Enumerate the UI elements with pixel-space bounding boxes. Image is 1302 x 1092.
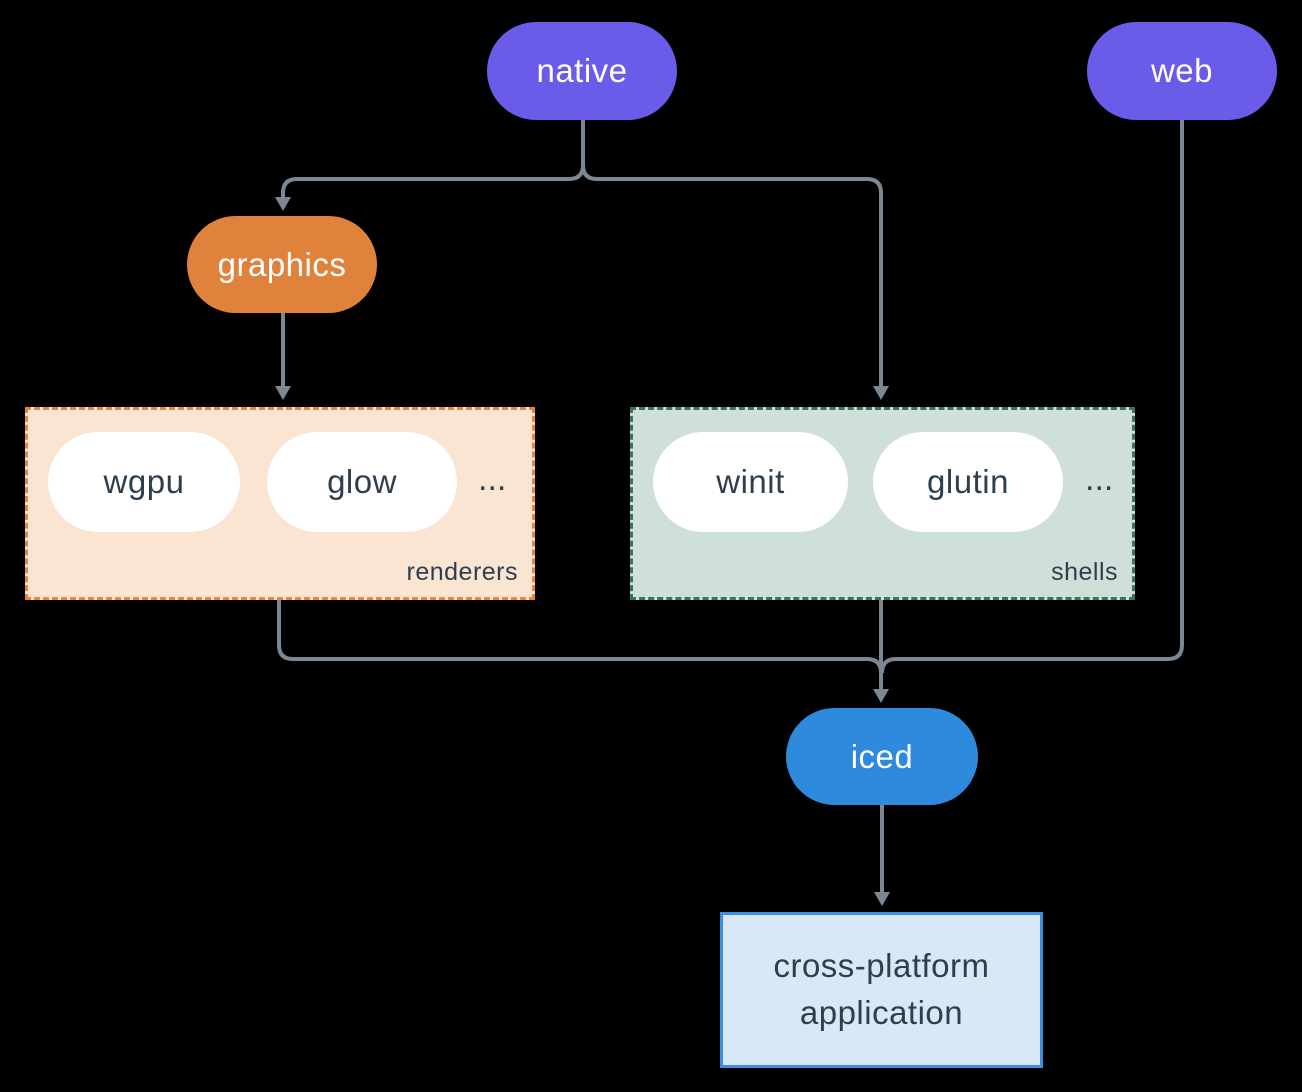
node-winit: winit <box>653 432 848 532</box>
arrowhead-application <box>874 892 890 906</box>
arrowhead-renderers <box>275 386 291 400</box>
arrowhead-shells <box>873 386 889 400</box>
arrowhead-graphics <box>275 197 291 211</box>
node-glow: glow <box>267 432 457 532</box>
node-iced: iced <box>786 708 978 805</box>
node-web: web <box>1087 22 1277 120</box>
edge-native-graphics <box>281 120 585 198</box>
arrowhead-iced <box>873 689 889 703</box>
node-application: cross-platform application <box>720 912 1043 1068</box>
node-glutin: glutin <box>873 432 1063 532</box>
shells-group-label: shells <box>1051 558 1118 586</box>
edge-native-shells <box>581 164 883 387</box>
edge-renderers-iced <box>277 600 883 674</box>
node-graphics: graphics <box>187 216 377 313</box>
node-native: native <box>487 22 677 120</box>
renderers-ellipsis: ... <box>478 460 507 498</box>
application-label: cross-platform application <box>773 947 990 1031</box>
node-wgpu: wgpu <box>48 432 240 532</box>
shells-ellipsis: ... <box>1085 460 1114 498</box>
group-shells: winit glutin ... shells <box>630 407 1135 600</box>
group-renderers: wgpu glow ... renderers <box>25 407 535 600</box>
edge-web-iced <box>880 120 1184 674</box>
renderers-group-label: renderers <box>406 558 518 586</box>
